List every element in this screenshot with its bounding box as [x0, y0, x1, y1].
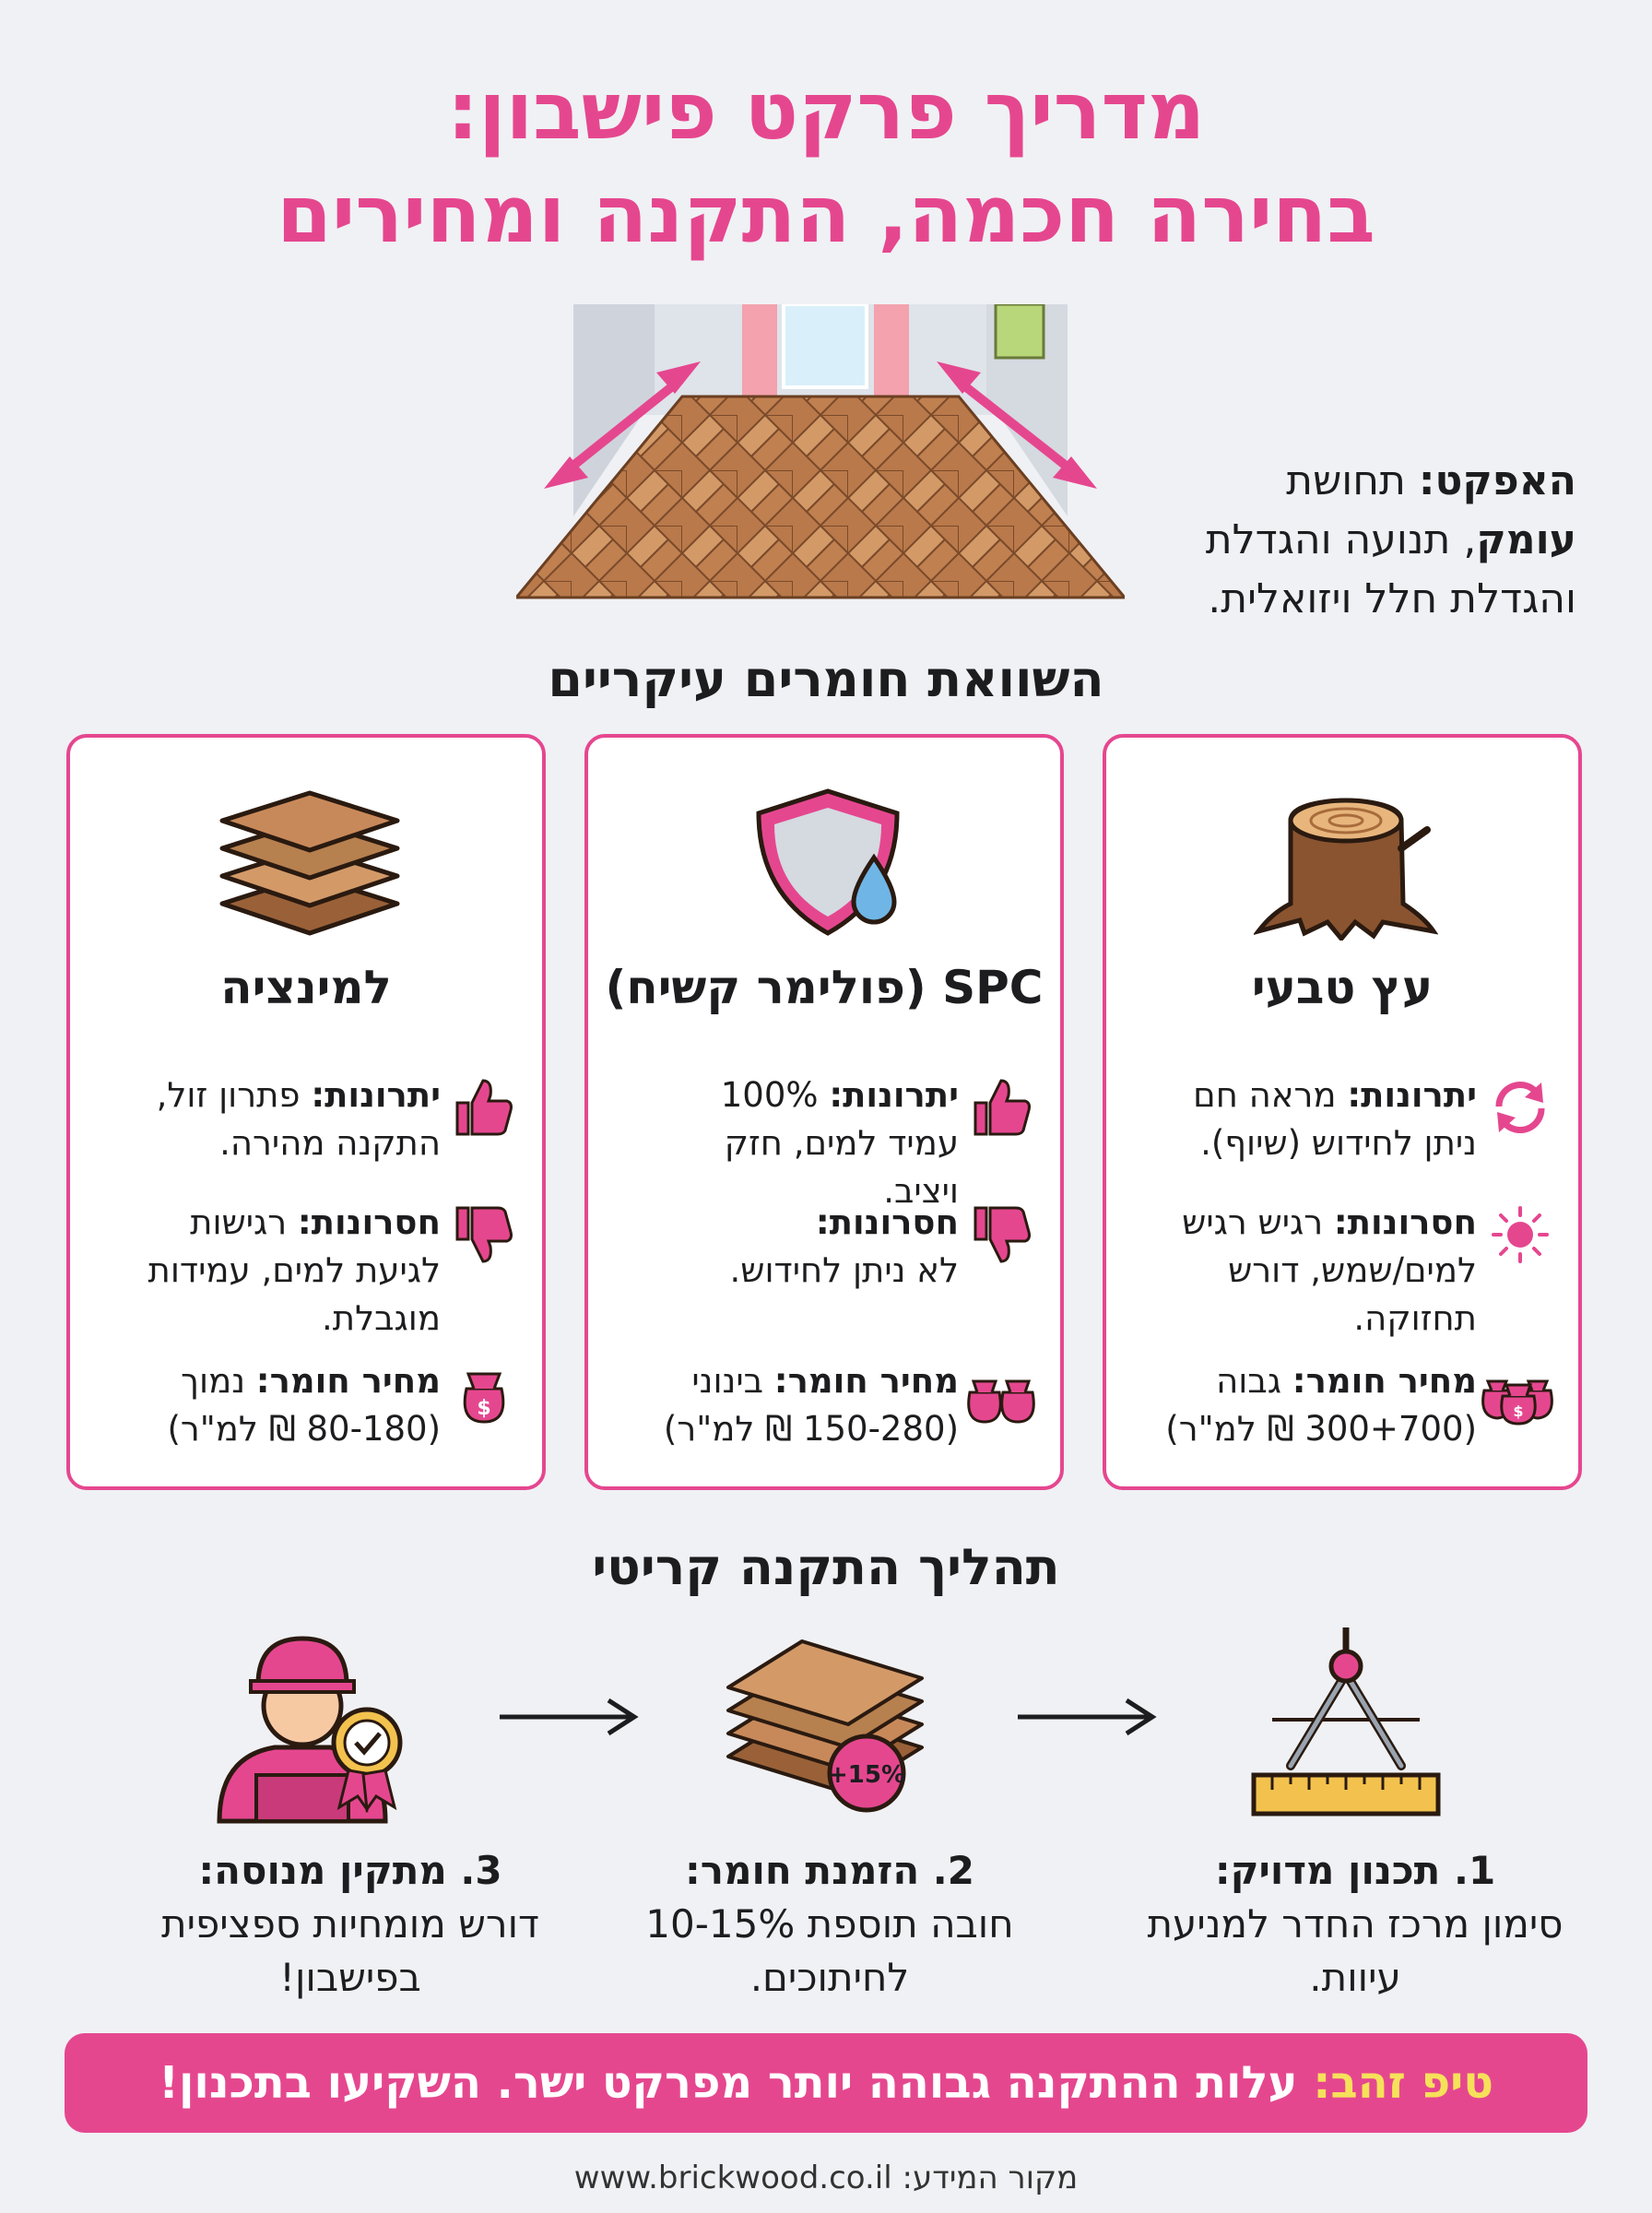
install-step-3: 3. מתקין מנוסה: דורש מומחיות ספציפית בפי… — [138, 1844, 562, 2005]
cons-text: רגישות לגיעת למים, עמידות מוגבלת. — [148, 1202, 441, 1338]
herringbone-room-illustration — [516, 304, 1125, 599]
cons-row: חסרונות: רגיש רגיש למים/שמש, דורש תחזוקה… — [1106, 1199, 1578, 1346]
page-title-line-1: מדריך פרקט פישבון: — [446, 65, 1206, 158]
compass-ruler-icon — [1251, 1627, 1441, 1817]
layers-icon — [219, 790, 400, 936]
price-text: גבוה (300+700 ₪ למ"ר) — [1165, 1361, 1477, 1449]
source-label: מקור המידע: — [902, 2160, 1079, 2196]
pros-text: 100% עמיד למים, חזק ויציב. — [720, 1075, 959, 1211]
card-spc: SPC (פולימר קשיח) יתרונות: 100% עמיד למי… — [584, 734, 1064, 1490]
thumbs-down-icon — [974, 1206, 1031, 1263]
thumbs-down-icon — [455, 1206, 513, 1263]
arrow-left-icon — [1018, 1698, 1157, 1736]
step-text: סימון מרכז החדר למניעת עיוות. — [1147, 1901, 1564, 2000]
tree-stump-icon — [1254, 798, 1438, 941]
pros-row: יתרונות: 100% עמיד למים, חזק ויציב. — [588, 1071, 1060, 1219]
install-step-1: 1. תכנון מדויק: סימון מרכז החדר למניעת ע… — [1143, 1844, 1567, 2005]
svg-text:$: $ — [477, 1397, 490, 1420]
gold-tip-banner: טיפ זהב: עלות ההתקנה גבוהה יותר מפרקט יש… — [65, 2033, 1587, 2133]
price-label: מחיר חומר: — [773, 1361, 959, 1401]
card-title: עץ טבעי — [1251, 961, 1434, 1014]
price-row: מחיר חומר: בינוני (150-280 ₪ למ"ר) — [588, 1357, 1060, 1505]
installer-badge-icon — [217, 1636, 403, 1824]
price-text: בינוני (150-280 ₪ למ"ר) — [663, 1361, 959, 1449]
pros-row: יתרונות: מראה חם ניתן לחידוש (שיוף). — [1106, 1071, 1578, 1219]
cons-text: לא ניתן לחידוש. — [729, 1250, 959, 1290]
step-text: דורש מומחיות ספציפית בפישבון! — [161, 1901, 539, 2000]
arrow-left-icon — [500, 1698, 639, 1736]
planks-badge-text: +15% — [828, 1761, 905, 1789]
thumbs-up-icon — [974, 1079, 1031, 1136]
step-text: חובה תוספת 10-15% לחיתוכים. — [645, 1901, 1014, 2000]
three-money-bags-icon: $ — [1481, 1379, 1553, 1426]
cons-row: חסרונות: רגישות לגיעת למים, עמידות מוגבל… — [70, 1199, 542, 1346]
pros-text: מראה חם ניתן לחידוש (שיוף). — [1193, 1075, 1477, 1163]
pros-text: פתרון זול, התקנה מהירה. — [156, 1075, 441, 1163]
tip-label: טיפ זהב: — [1313, 2057, 1493, 2109]
effect-bold-word: עומק — [1476, 516, 1576, 563]
price-label: מחיר חומר: — [1292, 1361, 1477, 1401]
cons-row: חסרונות: לא ניתן לחידוש. — [588, 1199, 1060, 1346]
install-step-2: 2. הזמנת חומר: חובה תוספת 10-15% לחיתוכי… — [618, 1844, 1042, 2005]
effect-description: האפקט: תחושת עומק, תנועה והגדלת והגדלת ח… — [1088, 452, 1576, 629]
effect-label: האפקט: — [1418, 457, 1576, 504]
effect-text-3: והגדלת חלל ויזואלית. — [1208, 575, 1576, 622]
effect-text-1: תחושת — [1286, 457, 1419, 504]
price-row: $ מחיר חומר: נמוך (80-180 ₪ למ"ר) — [70, 1357, 542, 1505]
source-url[interactable]: www.brickwood.co.il — [573, 2160, 892, 2196]
cons-label: חסרונות: — [815, 1202, 959, 1242]
svg-text:$: $ — [1513, 1402, 1523, 1420]
pros-label: יתרונות: — [829, 1075, 959, 1115]
cons-label: חסרונות: — [297, 1202, 441, 1242]
page-title-line-2: בחירה חכמה, התקנה ומחירים — [277, 169, 1375, 261]
card-natural-wood: עץ טבעי יתרונות: מראה חם ניתן לחידוש (שי… — [1103, 734, 1582, 1490]
step-label: 2. הזמנת חומר: — [685, 1848, 974, 1893]
price-label: מחיר חומר: — [255, 1361, 441, 1401]
money-bag-icon: $ — [463, 1372, 505, 1424]
cons-text: רגיש רגיש למים/שמש, דורש תחזוקה. — [1182, 1202, 1477, 1338]
thumbs-up-icon — [455, 1079, 513, 1136]
cons-label: חסרונות: — [1333, 1202, 1477, 1242]
price-text: נמוך (80-180 ₪ למ"ר) — [167, 1361, 441, 1449]
card-laminate: למינציה יתרונות: פתרון זול, התקנה מהירה.… — [66, 734, 546, 1490]
pros-label: יתרונות: — [311, 1075, 441, 1115]
price-row: $ מחיר חומר: גבוה (300+700 ₪ למ"ר) — [1106, 1357, 1578, 1505]
wood-planks-icon: +15% — [726, 1639, 924, 1813]
refresh-icon — [1495, 1082, 1545, 1133]
pros-label: יתרונות: — [1347, 1075, 1477, 1115]
two-money-bags-icon — [967, 1379, 1035, 1424]
source-line: מקור המידע: www.brickwood.co.il — [0, 2160, 1652, 2196]
effect-text-2: , תנועה והגדלת — [1205, 516, 1477, 563]
tip-text: עלות ההתקנה גבוהה יותר מפרקט ישר. השקיעו… — [159, 2057, 1314, 2109]
step-label: 1. תכנון מדויק: — [1214, 1848, 1496, 1893]
shield-water-drop-icon — [756, 788, 900, 936]
compare-heading: השוואת חומרים עיקריים — [548, 650, 1104, 708]
card-title: למינציה — [220, 961, 392, 1014]
sun-icon — [1492, 1206, 1549, 1263]
pros-row: יתרונות: פתרון זול, התקנה מהירה. — [70, 1071, 542, 1219]
card-title: SPC (פולימר קשיח) — [605, 961, 1044, 1014]
step-label: 3. מתקין מנוסה: — [198, 1848, 502, 1893]
install-heading: תהליך התקנה קריטי — [592, 1538, 1060, 1596]
